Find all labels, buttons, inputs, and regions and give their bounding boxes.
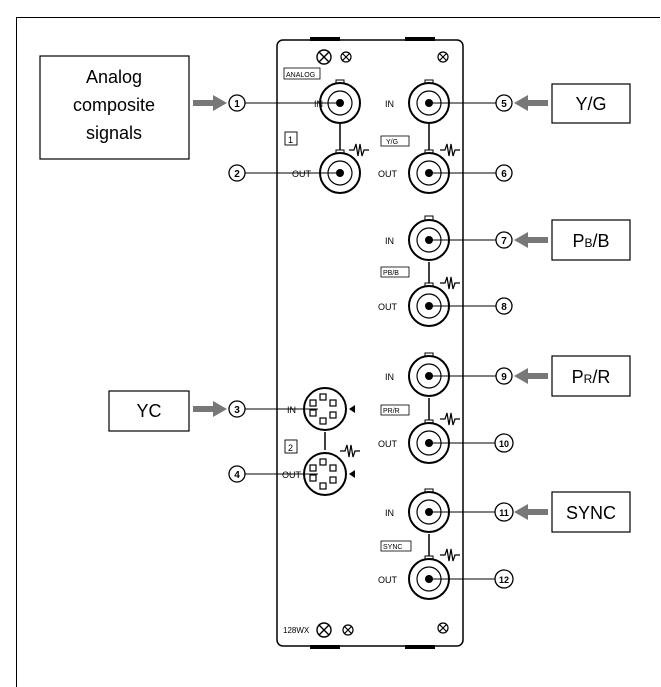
callout-number-9: 9 [495, 367, 513, 385]
callout-number-10: 10 [494, 433, 514, 453]
callout-analog-line3: signals [86, 123, 142, 143]
tag-sync-box [380, 540, 412, 552]
callout-box-prr [551, 355, 631, 397]
callout-number-12: 12 [494, 569, 514, 589]
in-label: IN [385, 508, 394, 518]
svg-text:4: 4 [234, 470, 240, 481]
model-label: 128WX [283, 626, 310, 635]
waveform-icon [349, 143, 369, 157]
callout-number-4: 4 [228, 465, 246, 483]
screw-icon [437, 51, 449, 63]
callout-number-6: 6 [495, 164, 513, 182]
callout-box-pbb [551, 219, 631, 261]
callout-box-yc [108, 390, 190, 432]
callout-number-3: 3 [228, 400, 246, 418]
in-label: IN [385, 372, 394, 382]
callout-box-yg [551, 83, 631, 124]
callout-number-11: 11 [494, 502, 514, 522]
panel-plate [276, 39, 464, 647]
tag-sync: SYNC [383, 544, 402, 551]
svideo-connector-in[interactable] [303, 387, 347, 431]
arrow-right-icon [193, 401, 227, 417]
group-1-number: 1 [288, 135, 293, 145]
waveform-icon [440, 276, 460, 290]
callout-number-7: 7 [495, 231, 513, 249]
waveform-icon [440, 412, 460, 426]
group-2-number: 2 [288, 443, 293, 453]
panel-tab-bottom-right [405, 645, 435, 649]
svideo-connector-out[interactable] [303, 452, 347, 496]
callout-prr: PR/R [572, 367, 611, 387]
callout-sync: SYNC [566, 503, 616, 523]
analog-tag-box [283, 67, 321, 80]
arrow-left-icon [514, 95, 548, 111]
panel-tab-top-right [405, 37, 435, 41]
tag-pbb: PB/B [383, 270, 399, 277]
arrow-right-icon [193, 95, 227, 111]
out-label: OUT [378, 439, 398, 449]
triangle-marker-icon [349, 405, 355, 413]
svg-text:11: 11 [499, 508, 509, 518]
out-label: OUT [378, 575, 398, 585]
arrow-left-icon [514, 232, 548, 248]
callout-number-8: 8 [495, 297, 513, 315]
out-label: OUT [378, 302, 398, 312]
in-label: IN [314, 99, 323, 109]
svg-text:10: 10 [499, 439, 509, 449]
svg-text:6: 6 [501, 169, 507, 180]
arrow-left-icon [514, 368, 548, 384]
analog-tag-label: ANALOG [286, 72, 315, 79]
callout-yg: Y/G [575, 94, 606, 114]
svg-text:7: 7 [501, 236, 507, 247]
svg-text:9: 9 [501, 372, 507, 383]
tag-prr: PR/R [383, 408, 400, 415]
screw-icon [340, 51, 352, 63]
screw-icon [437, 622, 449, 634]
out-label: OUT [378, 169, 398, 179]
triangle-marker-icon [349, 470, 355, 478]
tag-yg-box [380, 135, 410, 147]
in-label: IN [287, 405, 296, 415]
panel-tab-bottom-left [310, 645, 340, 649]
out-label: OUT [292, 169, 312, 179]
in-label: IN [385, 99, 394, 109]
out-label: OUT [282, 470, 302, 480]
callout-pbb: PB/B [572, 231, 609, 251]
svg-text:3: 3 [234, 405, 240, 416]
callout-analog-line1: Analog [86, 67, 142, 87]
waveform-icon [440, 143, 460, 157]
tag-pbb-box [380, 266, 410, 278]
panel-tab-top-left [310, 37, 340, 41]
tag-prr-box [380, 404, 410, 416]
svg-text:1: 1 [234, 99, 240, 110]
screw-icon [316, 49, 332, 65]
callout-box-sync [551, 491, 631, 533]
screw-icon [316, 622, 332, 638]
waveform-icon [440, 548, 460, 562]
arrow-left-icon [514, 504, 548, 520]
screw-icon [342, 624, 354, 636]
callout-yc: YC [136, 401, 161, 421]
group-1-box [284, 131, 298, 146]
callout-number-1: 1 [228, 94, 246, 112]
callout-number-5: 5 [495, 94, 513, 112]
figure-frame [16, 17, 660, 687]
callout-number-2: 2 [228, 164, 246, 182]
svg-text:2: 2 [234, 169, 240, 180]
callout-analog-line2: composite [73, 95, 155, 115]
waveform-icon [340, 444, 360, 458]
in-label: IN [385, 236, 394, 246]
callout-box-analog [39, 55, 190, 160]
group-2-box [284, 439, 298, 454]
svg-text:5: 5 [501, 99, 507, 110]
svg-text:8: 8 [501, 302, 507, 313]
tag-yg: Y/G [386, 139, 398, 146]
svg-text:12: 12 [499, 575, 509, 585]
